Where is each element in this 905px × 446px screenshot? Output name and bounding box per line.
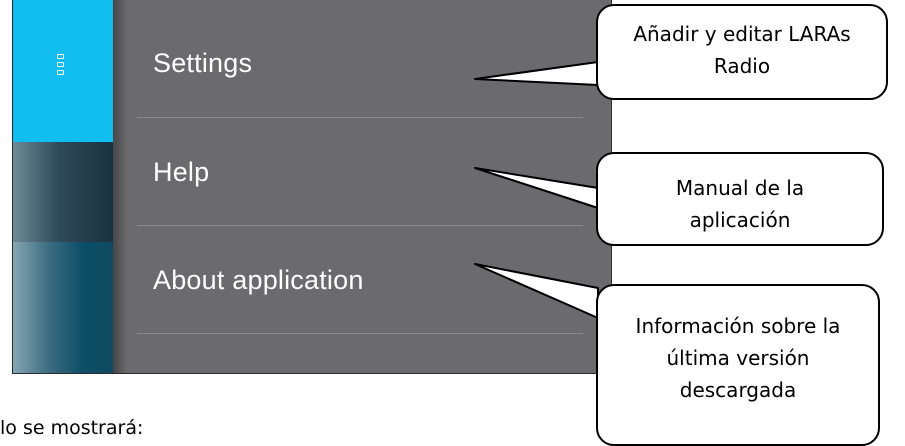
callout-text: Manual de la xyxy=(675,176,805,200)
callout-pointer xyxy=(474,263,599,319)
callout-pointer xyxy=(474,61,599,86)
divider xyxy=(137,117,583,118)
app-drawer-screen: Settings Help About application xyxy=(12,0,612,374)
menu-item-help[interactable]: Help xyxy=(153,157,210,187)
callout-about: Información sobre la última versión desc… xyxy=(596,284,880,446)
callout-text: Radio xyxy=(713,54,771,78)
background-thumbnail xyxy=(13,142,113,242)
document-text-fragment: lo se mostrará: xyxy=(0,417,144,439)
menu-item-about-application[interactable]: About application xyxy=(153,265,364,295)
callout-help: Manual de la aplicación xyxy=(596,152,884,246)
callout-text: aplicación xyxy=(689,208,791,232)
callout-text: Información sobre la xyxy=(635,314,841,338)
drawer-shadow xyxy=(113,0,127,373)
overflow-menu-icon[interactable] xyxy=(57,54,67,75)
divider xyxy=(137,333,583,334)
callout-pointer xyxy=(474,167,599,209)
callout-text: Añadir y editar LARAs xyxy=(633,22,851,46)
active-menu-tile[interactable] xyxy=(13,0,113,142)
background-thumbnail xyxy=(13,242,113,373)
callout-text: descargada xyxy=(679,378,797,402)
divider xyxy=(137,225,583,226)
callout-settings: Añadir y editar LARAs Radio xyxy=(596,4,888,100)
menu-item-settings[interactable]: Settings xyxy=(153,48,253,78)
callout-text: última versión xyxy=(666,346,810,370)
drawer-side-strip xyxy=(13,0,113,373)
